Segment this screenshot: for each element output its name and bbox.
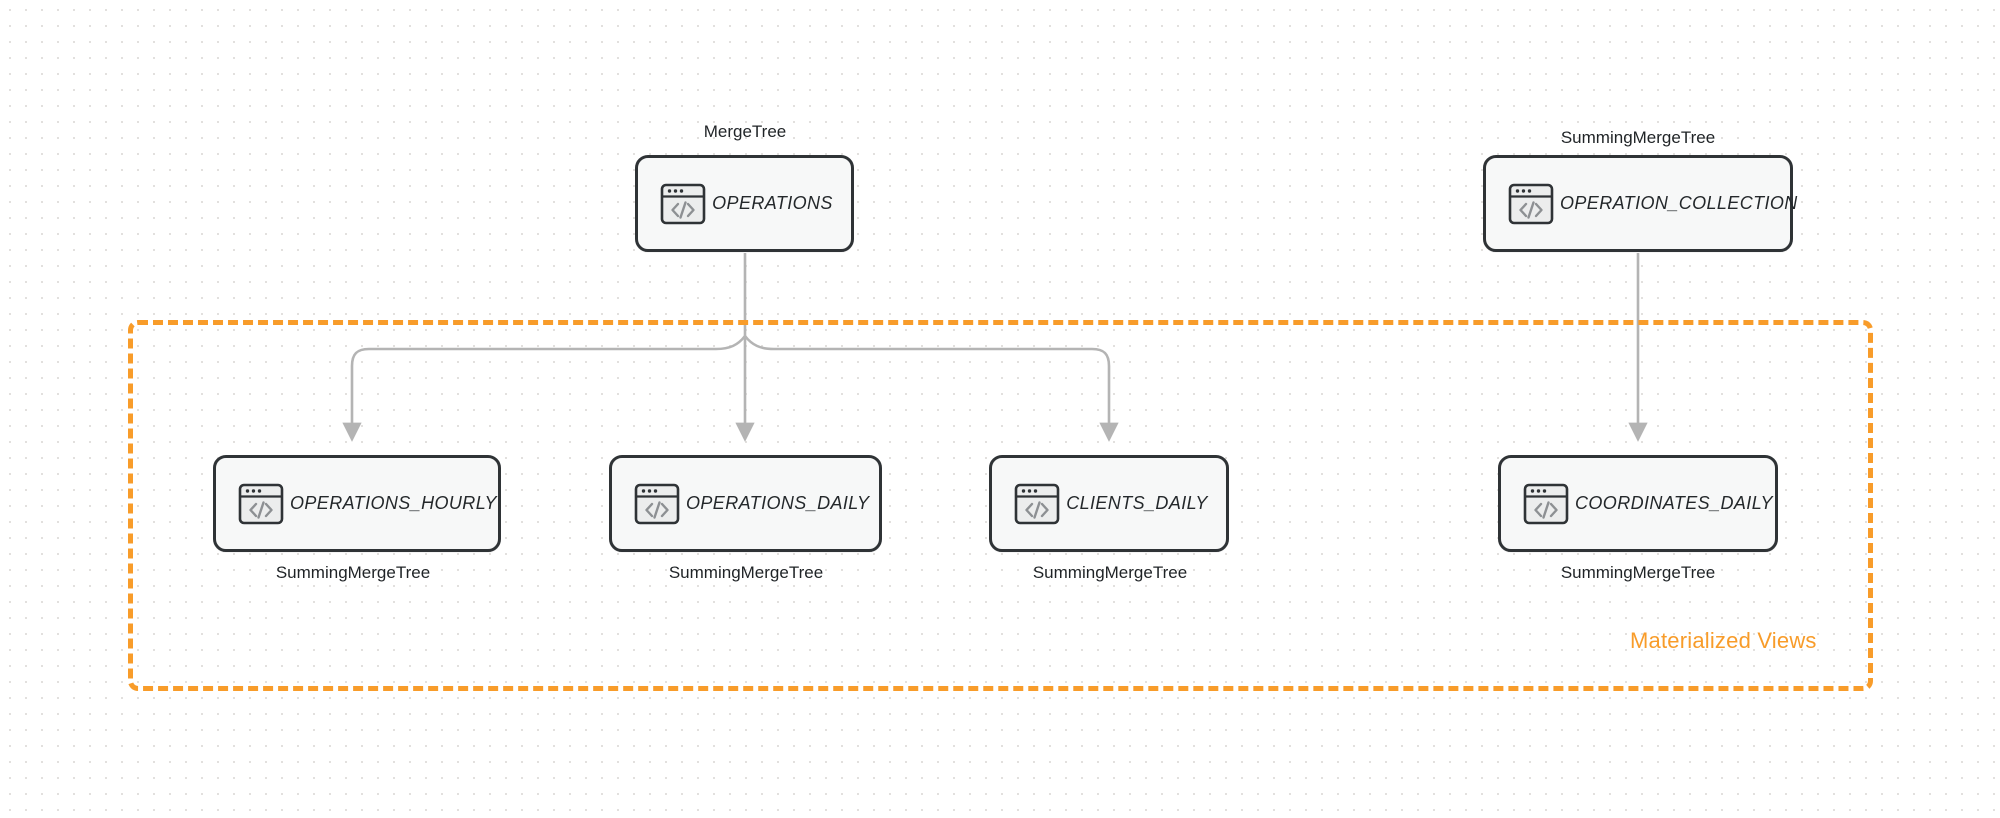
node-operations[interactable]: OPERATIONS <box>635 155 854 252</box>
node-label: COORDINATES_DAILY <box>1575 493 1773 513</box>
code-window-icon <box>1523 483 1569 525</box>
node-operations-daily[interactable]: OPERATIONS_DAILY <box>609 455 882 552</box>
node-coordinates-daily[interactable]: COORDINATES_DAILY <box>1498 455 1778 552</box>
engine-caption-operations: MergeTree <box>703 122 787 141</box>
materialized-views-group-label: Materialized Views <box>1630 628 1817 653</box>
code-window-icon <box>634 483 680 525</box>
code-window-icon <box>660 183 706 225</box>
node-label: OPERATIONS_DAILY <box>686 493 870 513</box>
node-operation-collection[interactable]: OPERATION_COLLECTION <box>1483 155 1797 252</box>
engine-caption-clients-daily: SummingMergeTree <box>1032 563 1188 582</box>
node-label: OPERATION_COLLECTION <box>1560 193 1798 213</box>
engine-caption-operation-collection: SummingMergeTree <box>1560 128 1716 147</box>
materialized-views-group[interactable] <box>128 320 1873 691</box>
node-label: OPERATIONS_HOURLY <box>290 493 497 513</box>
code-window-icon <box>238 483 284 525</box>
code-window-icon <box>1508 183 1554 225</box>
code-window-icon <box>1014 483 1060 525</box>
engine-caption-coordinates-daily: SummingMergeTree <box>1560 563 1716 582</box>
node-clients-daily[interactable]: CLIENTS_DAILY <box>989 455 1229 552</box>
node-operations-hourly[interactable]: OPERATIONS_HOURLY <box>213 455 501 552</box>
node-label: CLIENTS_DAILY <box>1066 493 1208 513</box>
engine-caption-operations-hourly: SummingMergeTree <box>275 563 431 582</box>
node-label: OPERATIONS <box>712 193 833 213</box>
engine-caption-operations-daily: SummingMergeTree <box>668 563 824 582</box>
